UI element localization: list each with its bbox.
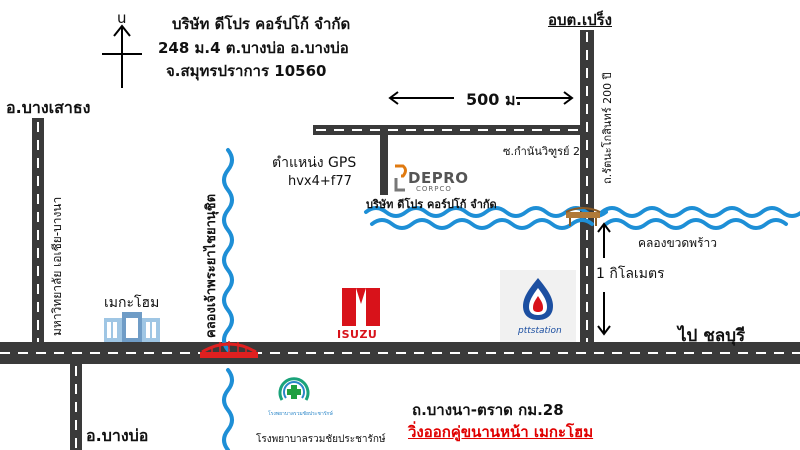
isuzu-label: ISUZU — [337, 328, 378, 341]
company-address-line3: จ.สมุทรปราการ 10560 — [166, 62, 327, 80]
north-label: u — [117, 9, 127, 27]
red-bridge-icon — [200, 341, 258, 358]
highway-note: วิ่งออกคู่ขนานหน้า เมกะโฮม — [408, 423, 594, 441]
hospital-logo-text: โรงพยาบาลรวมชัยประชารักษ์ — [268, 411, 333, 417]
ptt-logo-icon — [523, 278, 553, 320]
label-to-chonburi: ไป ชลบุรี — [678, 326, 746, 346]
depro-logo-icon — [394, 164, 407, 192]
road-rattanakosin-markings — [586, 32, 588, 342]
gps-code: hvx4+f77 — [288, 174, 352, 189]
soi-markings — [316, 129, 578, 131]
wooden-bridge-icon — [565, 207, 601, 226]
company-address-line2: 248 ม.4 ต.บางบ่อ อ.บางบ่อ — [158, 39, 349, 57]
highway-name: ถ.บางนา-ตราด กม.28 — [412, 401, 564, 419]
isuzu-logo-icon — [342, 288, 380, 326]
label-hospital: โรงพยาบาลรวมชัยประชารักษ์ — [256, 434, 386, 445]
company-address-line1: บริษัท ดีโปร คอร์ปโก้ จำกัด — [172, 15, 351, 33]
mega-home-building-icon — [104, 312, 160, 342]
distance-500m: 500 ม. — [466, 90, 522, 109]
company-marker-name: บริษัท ดีโปร คอร์ปโก้ จำกัด — [366, 198, 497, 211]
gps-title: ตำแหน่ง GPS — [272, 155, 357, 171]
company-driveway — [380, 135, 388, 195]
label-canal-chao-phraya: คลองเจ้าพระยาไชยานุชิต — [204, 193, 219, 338]
highway-lane-markings — [0, 352, 800, 354]
north-arrow-icon — [102, 24, 142, 88]
depro-logo-sub: CORPCO — [416, 185, 452, 193]
road-bang-sao-thong-markings — [37, 122, 39, 342]
label-bang-bo: อ.บางบ่อ — [86, 426, 149, 445]
canal-chao-phraya-upper — [222, 148, 234, 352]
canal-wave-lower — [370, 218, 788, 230]
distance-500m-arrows — [388, 91, 574, 105]
hospital-logo-icon — [278, 377, 310, 401]
label-soi: ซ.กำนันวิฑูรย์ 2 — [503, 145, 580, 158]
label-canal-khuat-phrao: คลองขวดพร้าว — [638, 236, 718, 250]
label-road-rattanakosin: ถ.รัตนะโกสินทร์ 200 ปี — [601, 72, 614, 184]
label-obt-preng: อบต.เปร็ง — [548, 11, 612, 29]
canal-chao-phraya-lower — [222, 368, 234, 450]
label-bang-sao-thong: อ.บางเสาธง — [6, 98, 91, 117]
road-bang-bo-markings — [75, 366, 77, 450]
ptt-label: pttstation — [518, 326, 562, 336]
distance-1km-arrows — [597, 222, 611, 336]
depro-logo-main: DEPRO — [408, 169, 469, 187]
distance-1km: 1 กิโลเมตร — [596, 266, 665, 282]
label-university: มหาวิทยาลัย เอเชีย-บางนา — [50, 196, 64, 336]
label-mega-home: เมกะโฮม — [104, 295, 160, 311]
